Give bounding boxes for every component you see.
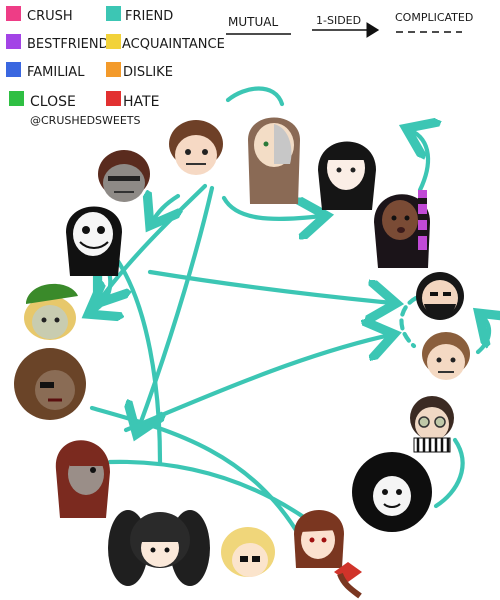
character-afro [352,452,432,532]
link-curly-shortbrown [123,335,390,433]
character-blonde [221,527,275,577]
link-bandaged-blackhair [221,198,322,219]
link-bandaged-longhair-loop [225,86,285,107]
credit-text: @CRUSHEDSWEETS [30,114,141,127]
legend: CRUSH FRIEND BESTFRIEND ACQUAINTANCE FAM… [6,6,225,127]
link-white-auburn [107,247,163,465]
line-key: MUTUAL 1-SIDED COMPLICATED [226,11,473,38]
link-bearded-shortbrown-dashed [399,295,419,349]
character-big-curly [14,348,86,420]
legend-label-crush: CRUSH [27,9,73,24]
legend-label-dislike: DISLIKE [123,65,173,80]
link-goggles-afro [433,437,465,509]
character-pink-braid [374,190,430,268]
legend-label-friend: FRIEND [125,9,173,24]
legend-label-close: CLOSE [30,94,76,110]
legend-swatch-familial [6,62,21,77]
character-brown-curly [98,150,150,202]
character-black-hair [318,141,376,210]
key-complicated-label: COMPLICATED [395,11,473,24]
legend-swatch-crush [6,6,21,21]
link-braid-blackhair-loop [410,130,428,193]
characters [14,117,470,599]
link-bandaged-curly [138,185,215,430]
legend-swatch-acquaintance [106,34,121,49]
key-mutual-label: MUTUAL [228,15,278,29]
legend-swatch-hate [106,91,121,106]
character-auburn [55,440,110,518]
legend-label-familial: FAMILIAL [27,65,85,80]
legend-label-bestfriend: BESTFRIEND [27,37,109,52]
legend-swatch-bestfriend [6,34,21,49]
link-elf-bearded [147,269,392,303]
character-white-face [66,206,122,276]
legend-swatch-dislike [106,62,121,77]
legend-swatch-close [9,91,24,106]
legend-swatch-friend [106,6,121,21]
link-shortbrown-complicated [478,316,489,355]
legend-label-hate: HATE [123,94,159,110]
character-red-bow [294,510,362,599]
character-goggles [410,396,454,453]
connections [89,86,489,543]
legend-label-acquaintance: ACQUAINTANCE [122,37,225,52]
key-one-sided-label: 1-SIDED [316,14,361,27]
character-long-hair-masked [248,117,300,204]
character-pigtails [108,510,210,586]
link-curly-redbow [89,405,305,543]
character-green-cap-elf [24,283,78,340]
link-auburn-redbow [107,459,311,523]
character-bearded [416,272,464,320]
character-short-brown [422,332,470,380]
character-bandaged [169,120,223,175]
link-bandaged-white [152,196,178,222]
